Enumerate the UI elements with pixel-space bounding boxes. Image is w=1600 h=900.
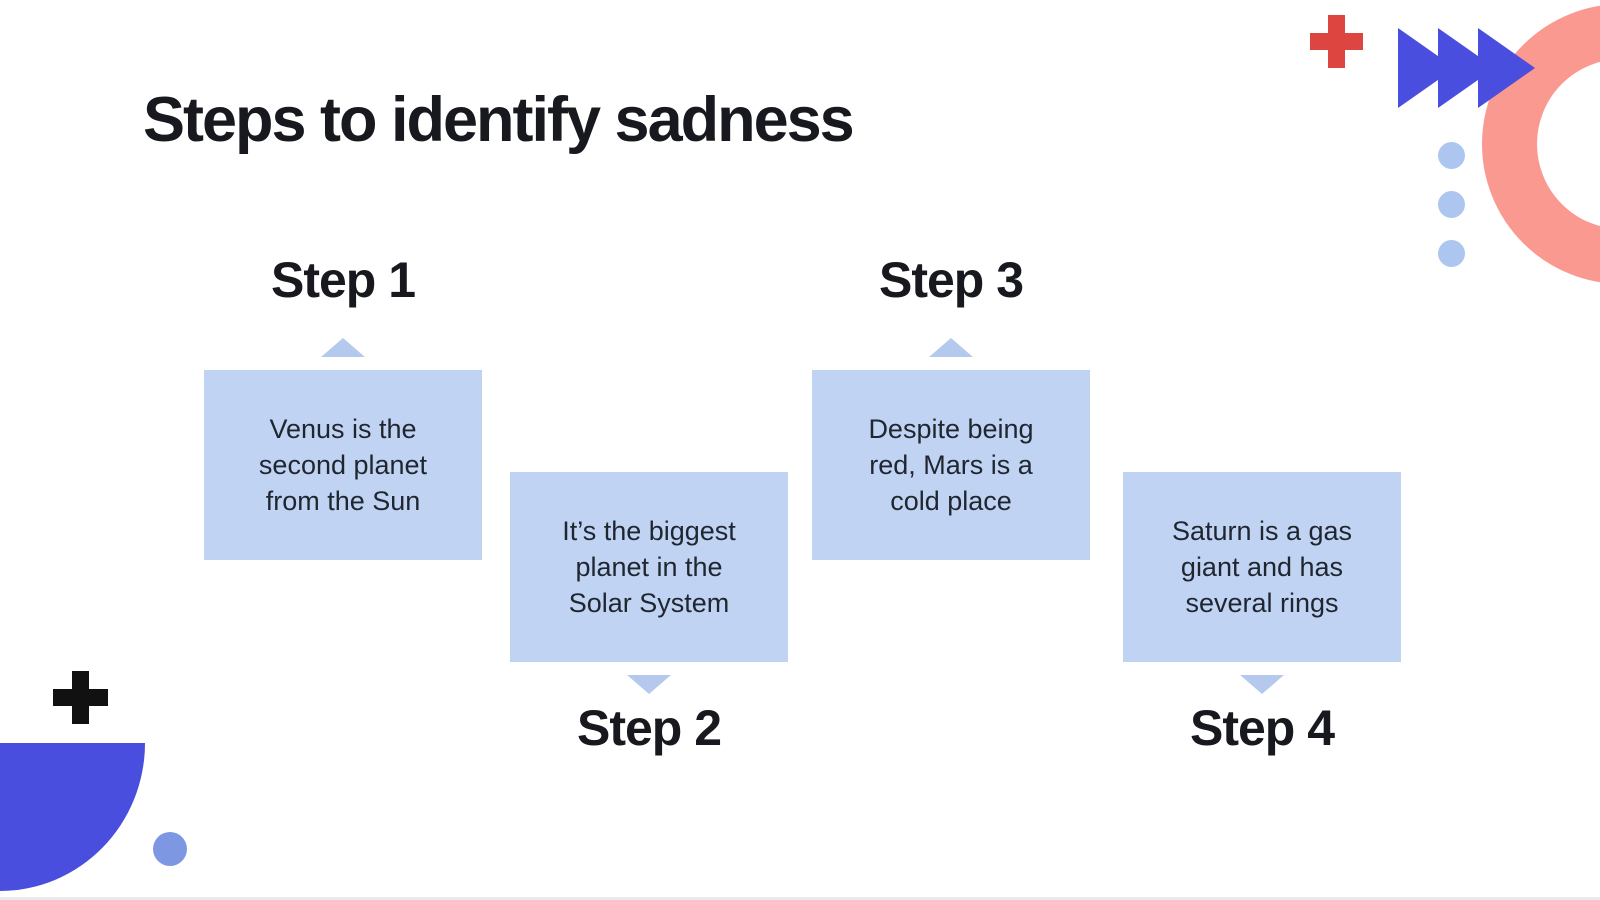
step-3-group: Step 3 Despite being red, Mars is a cold… (812, 0, 1090, 900)
step-1-label: Step 1 (270, 252, 416, 308)
step-1-box: Venus is the second planet from the Sun (204, 370, 482, 560)
step-2-text-line: Solar System (568, 588, 730, 618)
page-title: Steps to identify sadness (143, 85, 855, 155)
decorative-dot (1438, 240, 1465, 267)
step-3-label: Step 3 (878, 252, 1024, 308)
step-4-group: Saturn is a gas giant and has several ri… (1123, 0, 1401, 900)
step-2-text-line: planet in the (575, 552, 723, 582)
step-1-group: Step 1 Venus is the second planet from t… (204, 0, 482, 900)
step-4-box: Saturn is a gas giant and has several ri… (1123, 472, 1401, 662)
step-3-arrow-up-icon (929, 338, 973, 357)
step-4-label: Step 4 (1189, 700, 1335, 756)
step-2-arrow-down-icon (627, 675, 671, 694)
step-3-text-line: red, Mars is a (869, 450, 1033, 480)
step-1-arrow-up-icon (321, 338, 365, 357)
step-2-group: It’s the biggest planet in the Solar Sys… (510, 0, 788, 900)
plus-icon (1310, 15, 1363, 68)
step-2-box: It’s the biggest planet in the Solar Sys… (510, 472, 788, 662)
step-3-box: Despite being red, Mars is a cold place (812, 370, 1090, 560)
plus-bar (1328, 15, 1345, 68)
step-1-text-line: from the Sun (265, 486, 421, 516)
step-1-text-line: Venus is the (269, 414, 417, 444)
step-4-text-line: Saturn is a gas (1171, 516, 1353, 546)
decorative-dot (1438, 142, 1465, 169)
step-3-text-line: Despite being (868, 414, 1034, 444)
step-4-text-line: giant and has (1180, 552, 1344, 582)
step-3-text-line: cold place (890, 486, 1012, 516)
step-1-text-line: second planet (258, 450, 428, 480)
step-2-label: Step 2 (576, 700, 722, 756)
plus-bar (72, 671, 89, 724)
decorative-dot (153, 832, 187, 866)
step-2-text-line: It’s the biggest (562, 516, 736, 546)
fast-forward-triangle-icon (1478, 28, 1535, 108)
plus-icon (53, 671, 108, 724)
decorative-dot (1438, 191, 1465, 218)
step-4-text-line: several rings (1185, 588, 1339, 618)
slide-bottom-edge (0, 897, 1600, 900)
step-4-arrow-down-icon (1240, 675, 1284, 694)
quarter-circle-shape (0, 743, 145, 891)
